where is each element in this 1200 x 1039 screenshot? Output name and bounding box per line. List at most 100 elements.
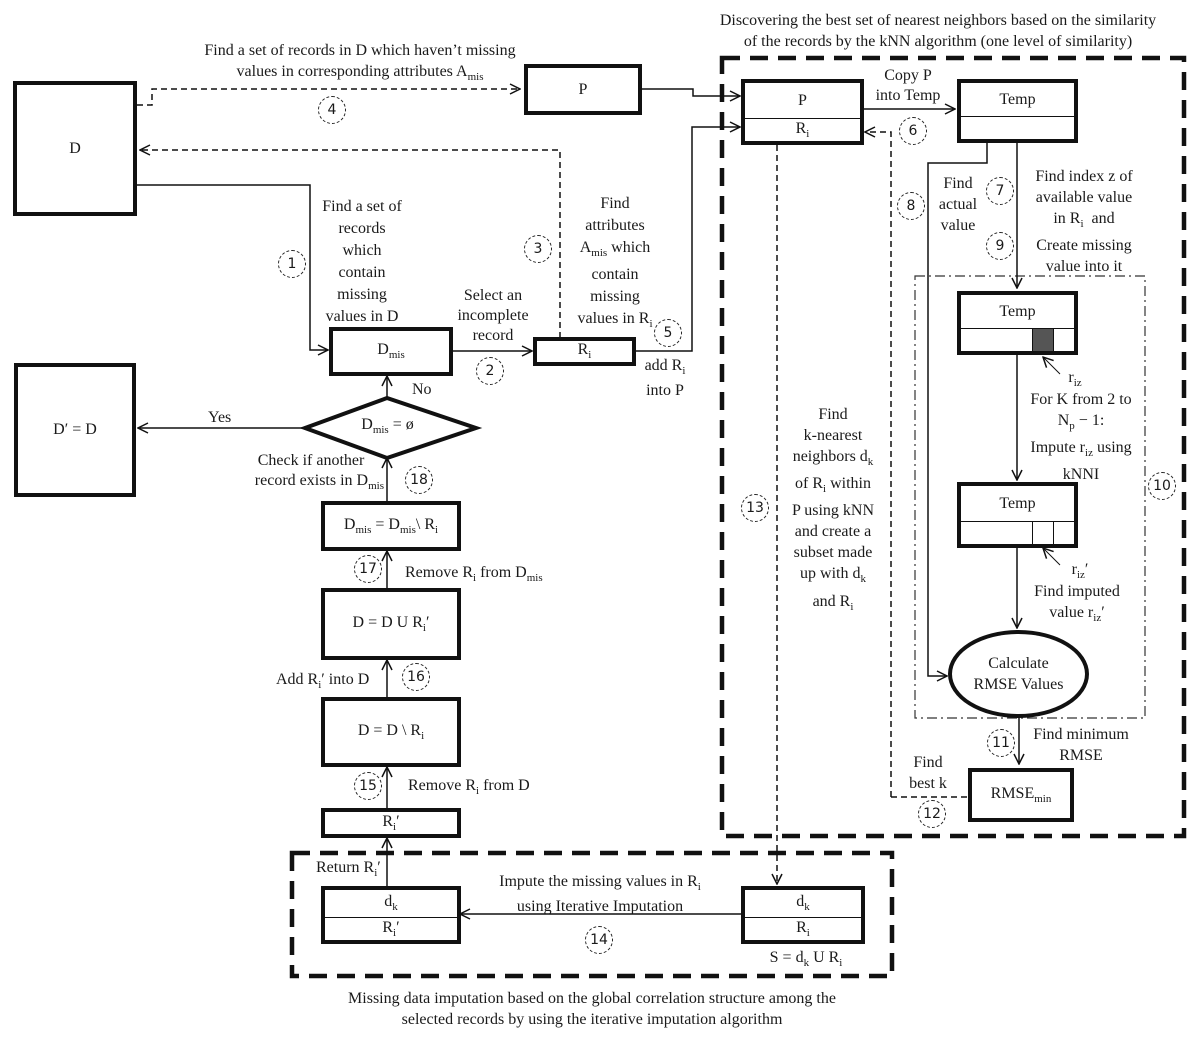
edge-13-l3: neighbors d (792, 448, 868, 465)
temp2-header: Temp (961, 295, 1074, 329)
riz-prime-pointer (1043, 548, 1061, 566)
edge-1-line: which (342, 242, 382, 259)
dataset-d-box[interactable]: D (13, 81, 137, 216)
ri-prime-label: Ri′ (382, 813, 399, 833)
edge-7-line3: in R (1053, 210, 1081, 227)
s-imputed-ri-suffix: ′ (396, 918, 400, 936)
edge-13-l8-sub: k (860, 573, 866, 586)
update-dmis-sub2: mis (399, 524, 416, 537)
s-subset-ri: Ri (796, 919, 810, 939)
ri-main: R (577, 341, 589, 359)
edge-2-line: incomplete (457, 307, 529, 324)
temp-box-2[interactable]: Temp (957, 291, 1078, 355)
edge-5-sub: i (682, 365, 686, 378)
update-dmis-box[interactable]: Dmis = Dmis\ Ri (321, 501, 461, 551)
p-inner-box[interactable]: P Ri (741, 79, 864, 145)
edge-p-to-knn (642, 88, 740, 96)
decision-label: Dmis = ø (330, 416, 445, 436)
edge-4-label: Find a set of records in D which haven’t… (150, 40, 570, 88)
edge-18-sub: mis (368, 480, 384, 493)
edge-14-line2: using Iterative Imputation (516, 898, 684, 916)
knn-caption-line2: of the records by the kNN algorithm (one… (743, 33, 1133, 50)
imputation-region-border (289, 850, 895, 979)
dmis-box[interactable]: Dmis (329, 327, 453, 376)
step-3-badge: 3 (524, 235, 552, 263)
ri-prime-box[interactable]: Ri′ (321, 808, 461, 838)
union-box[interactable]: D = D U Ri′ (321, 588, 461, 660)
riz-prime-main: r (1071, 561, 1077, 578)
dprime-box[interactable]: D′ = D (14, 363, 136, 497)
edge-13-l7: subset made (793, 544, 873, 562)
copy-line2: into Temp (875, 87, 941, 104)
edge-7-line5: value into it (1045, 258, 1123, 276)
edge-7-label: Find index z of available value in Ri an… (1022, 166, 1146, 277)
edge-8-line: actual (938, 196, 978, 213)
riz-sub: iz (1073, 377, 1082, 390)
s-imputed-dk: dk (384, 893, 398, 913)
step-17-badge: 17 (354, 555, 382, 583)
edge-8-line: value (940, 217, 976, 234)
dataset-d-label: D (69, 139, 81, 157)
temp-box-1[interactable]: Temp (957, 79, 1078, 143)
s-subset-ri-sub: i (806, 927, 810, 940)
p-inner-row-main: R (795, 119, 807, 137)
edge-3-line: Find (600, 195, 630, 212)
decision-sub: mis (372, 424, 389, 437)
find-min-label: Find minimum RMSE (1025, 724, 1137, 766)
s-imputed-box[interactable]: dk Ri′ (321, 886, 461, 944)
ri-box[interactable]: Ri (533, 337, 636, 366)
update-dmis-c: \ R (415, 515, 435, 533)
edge-3-amis: Amis which (565, 237, 665, 264)
edge-13-l4-sub: i (823, 483, 827, 496)
edge-2-label: Select an incomplete record (450, 286, 536, 346)
edge-13-l3-sub: k (867, 456, 874, 469)
p-inner-header: P (745, 83, 860, 119)
edge-13-l8: up with d (800, 565, 861, 583)
temp-box-3[interactable]: Temp (957, 482, 1078, 548)
p-outer-box[interactable]: P (524, 64, 642, 115)
edge-1 (137, 184, 328, 350)
edge-14-line1: Impute the missing values in R (499, 873, 698, 890)
edge-3-last: values in Ri (565, 308, 665, 335)
imputed-value-cell (1032, 522, 1054, 544)
edge-1-line: contain (338, 264, 386, 281)
p-inner-row-sub: i (806, 128, 810, 141)
edge-3-line: contain (591, 266, 639, 284)
edge-7-line4: Create missing (1036, 237, 1132, 255)
edge-13-line: Find (818, 406, 848, 423)
imputation-caption-line2: selected records by using the iterative … (401, 1011, 783, 1028)
find-imputed-sub: iz (1093, 612, 1102, 625)
return-sub: i (374, 867, 378, 880)
remove-label: D = D \ Ri (358, 722, 424, 742)
edge-1-line: missing (337, 286, 387, 303)
loop-line3: Impute r (1030, 439, 1086, 457)
edge-13-line: k-nearest (803, 427, 863, 444)
step-10-badge: 10 (1148, 472, 1176, 500)
update-dmis-sub3: i (435, 524, 439, 537)
best-k-line1: Find (913, 754, 943, 771)
loop-line1: For K from 2 to (1030, 391, 1132, 408)
remove-box[interactable]: D = D \ Ri (321, 697, 461, 767)
rmse-min-box[interactable]: RMSEmin (968, 768, 1074, 822)
edge-3-amis-sub: mis (591, 247, 608, 260)
edge-13-label: Find k-nearest neighbors dk of Ri within… (783, 404, 883, 618)
copy-label: Copy P into Temp (866, 66, 950, 106)
step-2-badge: 2 (476, 357, 504, 385)
edge-16-label: Add Ri′ into D (276, 670, 369, 695)
temp2-label: Temp (999, 302, 1036, 320)
edge-7-line2: available value (1035, 189, 1133, 206)
decision-main: D (361, 416, 373, 433)
loop-line3-sub: iz (1085, 447, 1093, 460)
edge-2-line: record (472, 327, 514, 344)
s-subset-box[interactable]: dk Ri (741, 886, 865, 944)
edge-3-amis-main: A (579, 239, 592, 256)
ri-prime-sub: i (393, 821, 397, 834)
edge-7-line3-sub: i (1080, 218, 1084, 231)
step-5-badge: 5 (654, 319, 682, 347)
step-14-badge: 14 (585, 926, 613, 954)
loop-region-border (914, 275, 1146, 719)
calculate-rmse-ellipse[interactable]: Calculate RMSE Values (948, 630, 1089, 718)
s-imputed-bottom: Ri′ (325, 918, 457, 940)
s-subset-top: dk (745, 890, 861, 918)
